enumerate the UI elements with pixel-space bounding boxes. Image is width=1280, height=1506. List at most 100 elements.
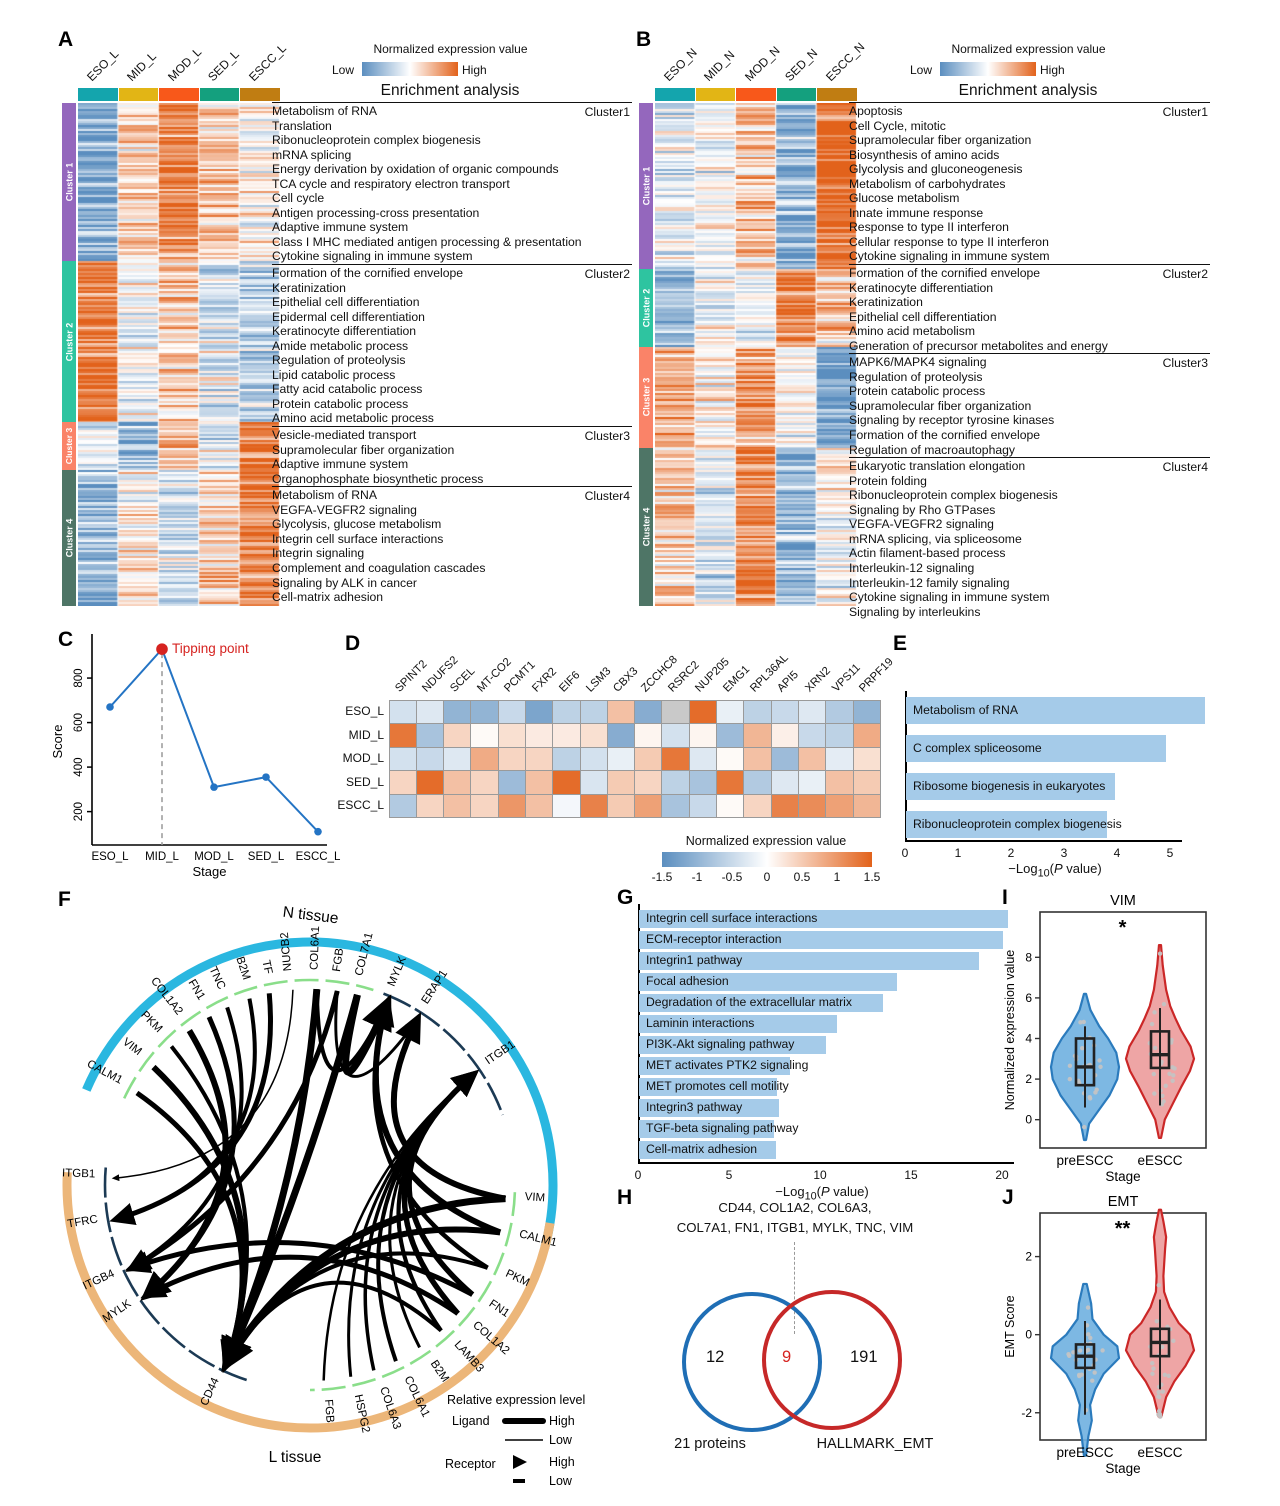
x-tick-label: 10 (813, 1168, 827, 1182)
bar (639, 1036, 827, 1054)
column-strip-segment (736, 88, 776, 101)
panel-a-colorbar-title: Normalized expression value (373, 42, 528, 56)
enrichment-item: Regulation of proteolysis (272, 353, 406, 368)
cluster-sidebar-segment: Cluster 1 (62, 103, 76, 262)
row-label: MID_L (348, 727, 384, 742)
x-tick-label: 1 (954, 846, 962, 860)
violin-jitter-dot (1151, 1366, 1156, 1371)
enrichment-item: Interleukin-12 family signaling (849, 575, 1010, 590)
panel-a-low-label: Low (332, 63, 355, 77)
f-n-ligand-arc (123, 978, 374, 1099)
f-l-tissue-arc (62, 1172, 555, 1433)
colorbar-tick: 1 (833, 870, 841, 884)
f-chord-N.FGB-to-L.ITGB4 (125, 990, 340, 1272)
enrichment-item: Lipid catabolic process (272, 367, 396, 382)
enrichment-item: Regulation of macroautophagy (849, 442, 1015, 457)
c-line-series (109, 647, 319, 833)
violin-jitter-dot (1093, 1090, 1098, 1095)
f-chord-N.COL7A1-to-L.CD44 (222, 993, 361, 1373)
y-axis-line (905, 691, 907, 840)
colorbar-tick: 0.5 (793, 870, 811, 884)
enrichment-item: Keratinization (849, 295, 923, 310)
f-legend-receptor-high-triangle (513, 1455, 527, 1469)
venn-right-count: 191 (850, 1348, 878, 1366)
x-axis-line (638, 1162, 1014, 1164)
c-tipping-point (156, 643, 168, 655)
panel-a-enrichment-header: Enrichment analysis (380, 82, 520, 99)
enrichment-item: Adaptive immune system (272, 457, 409, 472)
colorbar-tick: -1 (691, 870, 703, 884)
violin-jitter-dot (1067, 1076, 1073, 1082)
heatmap-cell (743, 723, 772, 748)
bar (639, 1015, 838, 1033)
enrichment-item: Epidermal cell differentiation (272, 309, 425, 324)
enrichment-item: mRNA splicing, via spliceosome (849, 531, 1022, 546)
violin-jitter-dot (1157, 951, 1163, 956)
violin-jitter-dot (1150, 1371, 1155, 1376)
bar-label: Metabolism of RNA (913, 703, 1018, 717)
violin-jitter-dot (1152, 1010, 1157, 1015)
bar-label: Degradation of the extracellular matrix (646, 995, 852, 1010)
bar (639, 1141, 776, 1159)
x-tick-label: 4 (1113, 846, 1121, 860)
violin-y-tick-label-I: 8 (1025, 950, 1032, 964)
heatmap-cell (388, 699, 417, 724)
cluster-sidebar-segment: Cluster 3 (62, 422, 76, 471)
violin-jitter-dot (1079, 1372, 1084, 1377)
venn-intersection-count: 9 (782, 1348, 792, 1366)
panel-a-label: A (58, 28, 74, 51)
enrichment-item: Cell cycle (272, 191, 325, 206)
enrichment-item: Epithelial cell differentiation (849, 309, 997, 324)
bar (639, 1078, 778, 1096)
heatmap-cell (443, 793, 472, 818)
enrichment-item: Metabolism of carbohydrates (849, 176, 1006, 191)
violin-x-label-eESCC: eESCC (1137, 1445, 1182, 1460)
enrichment-item: Cytokine signaling in immune system (849, 590, 1050, 605)
enrichment-item: Actin filament-based process (849, 546, 1006, 561)
violin-jitter-dot (1163, 1083, 1168, 1089)
enrichment-item: Signaling by ALK in cancer (272, 575, 417, 590)
y-axis-line (638, 904, 640, 1162)
f-gene-label-n-TNC: TNC (206, 965, 227, 991)
enrichment-item: Fatty acid catabolic process (272, 382, 423, 397)
panel-b-colorbar-title: Normalized expression value (951, 42, 1106, 56)
violin-jitter-dot (1077, 1348, 1083, 1353)
f-gene-label-n-COL6A1: COL6A1 (309, 926, 323, 971)
violin-jitter-dot (1149, 1021, 1155, 1027)
violin-jitter-dot (1088, 1335, 1093, 1341)
c-x-tick-label: ESCC_L (296, 851, 341, 863)
violin-jitter-dot (1081, 1124, 1087, 1130)
violin-y-tick-label-J: 0 (1025, 1328, 1032, 1342)
enrichment-item: Innate immune response (849, 205, 984, 220)
f-gene-label-l-ITGB1: ITGB1 (62, 1167, 96, 1180)
heatmap-cell (552, 793, 581, 818)
panel-d-colorbar (662, 852, 872, 867)
bar (639, 931, 1003, 949)
violin-jitter-dot (1080, 1045, 1085, 1051)
column-strip-segment (695, 88, 736, 101)
enrichment-item: Amino acid metabolic process (272, 411, 434, 426)
c-data-point (314, 827, 322, 836)
heatmap-cell (743, 793, 772, 818)
row-label: ESO_L (345, 704, 384, 718)
panel-b-label: B (636, 28, 652, 51)
colorbar-tick: -1.5 (651, 870, 673, 884)
colorbar-tick: 0 (763, 870, 771, 884)
enrichment-item: Response to type II interferon (849, 220, 1009, 235)
heatmap-cell (770, 723, 799, 748)
cluster-tag: Cluster2 (584, 267, 630, 282)
enrichment-item: Cellular response to type II interferon (849, 234, 1049, 249)
heatmap-cell (797, 770, 827, 795)
f-gene-label-l-VIM: VIM (524, 1191, 545, 1204)
violin-x-label-preESCC: preESCC (1056, 1153, 1113, 1168)
x-tick-label: 3 (1060, 846, 1068, 860)
panel-h-annotation-line2: COL7A1, FN1, ITGB1, MYLK, TNC, VIM (676, 1220, 914, 1235)
enrichment-item: Energy derivation by oxidation of organi… (272, 162, 559, 177)
violin-jitter-dot (1171, 1338, 1176, 1344)
cluster-sidebar-segment: Cluster 2 (62, 261, 76, 423)
